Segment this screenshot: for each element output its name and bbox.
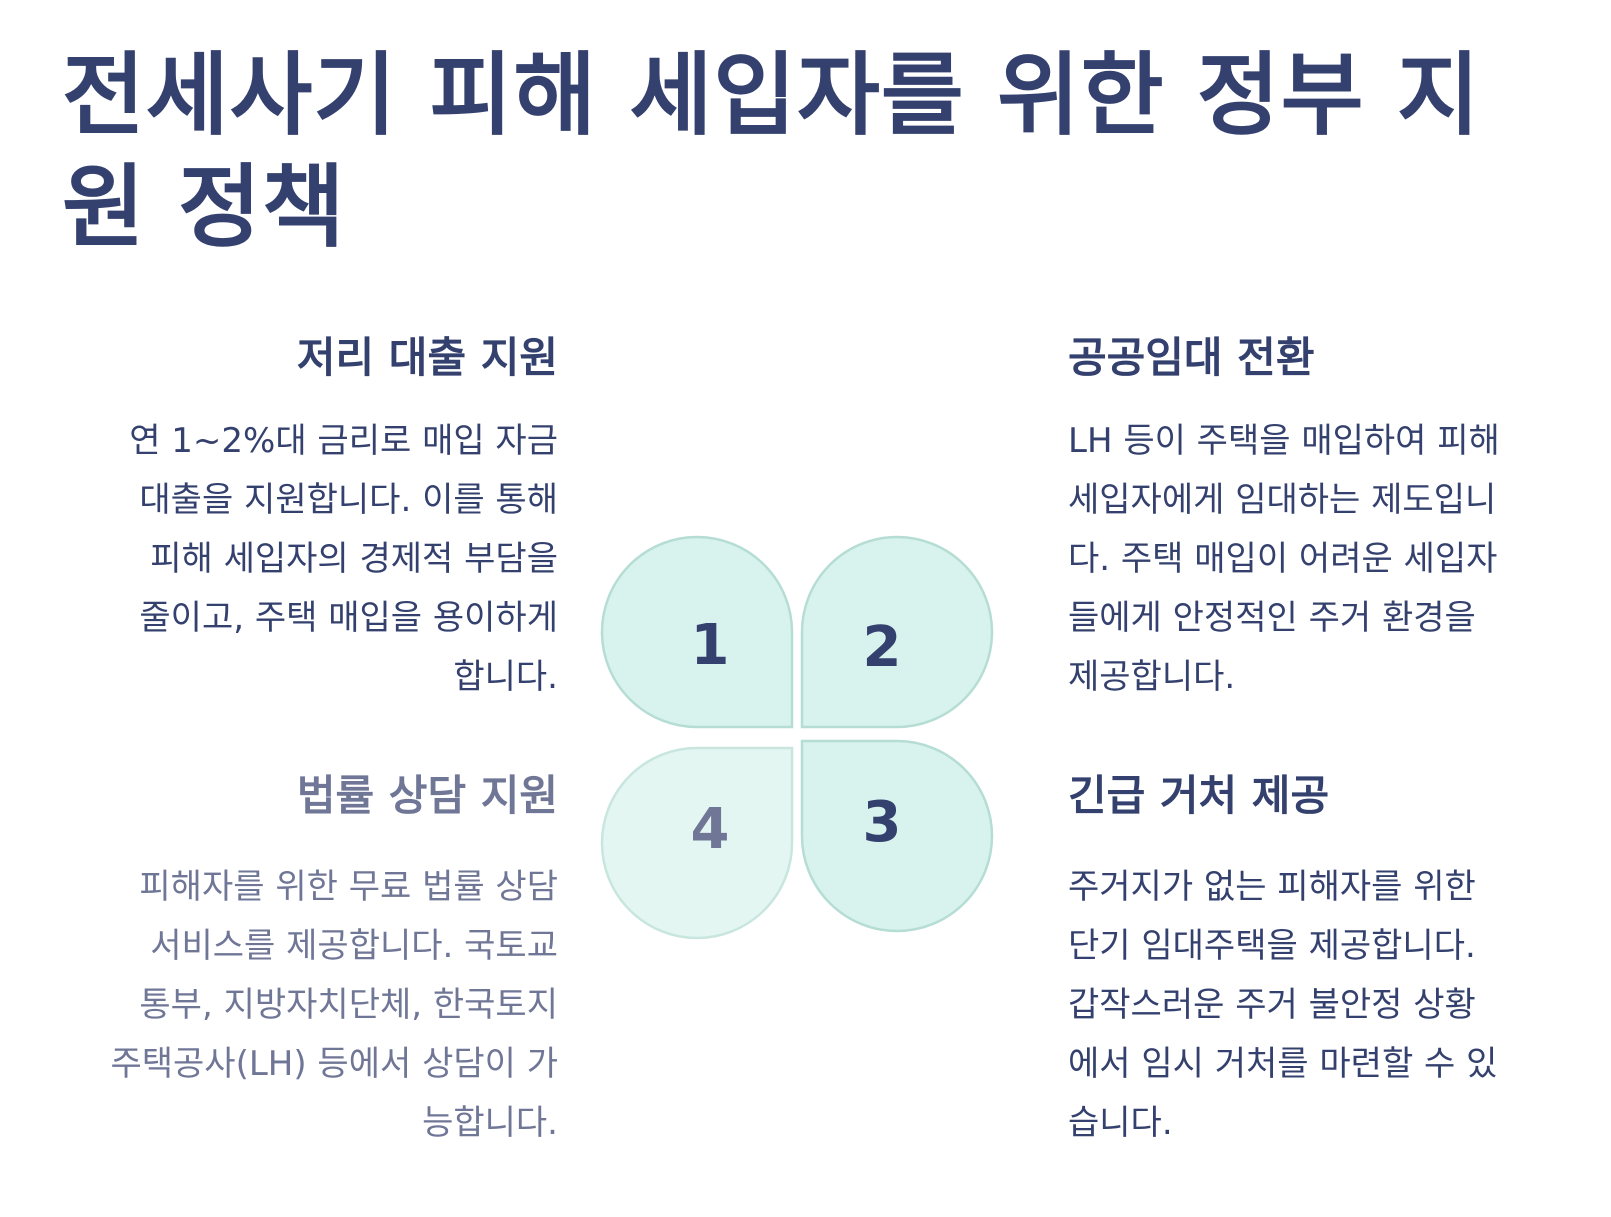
- petal-2-number: 2: [863, 615, 902, 680]
- petal-4-number: 4: [691, 797, 730, 862]
- section-heading: 저리 대출 지원: [296, 333, 558, 382]
- petal-1: [600, 535, 794, 729]
- section-legal-consultation: 법률 상담 지원 피해자를 위한 무료 법률 상담 서비스를 제공합니다. 국토…: [38, 768, 558, 1153]
- section-heading: 법률 상담 지원: [296, 771, 558, 820]
- section-description: 피해자를 위한 무료 법률 상담 서비스를 제공합니다. 국토교 통부, 지방자…: [110, 867, 558, 1143]
- section-heading: 긴급 거처 제공: [1068, 771, 1330, 820]
- petal-3: [800, 739, 994, 933]
- section-description: 주거지가 없는 피해자를 위한 단기 임대주택을 제공합니다. 갑작스러운 주거…: [1068, 867, 1498, 1143]
- section-low-interest-loan: 저리 대출 지원 연 1~2%대 금리로 매입 자금 대출을 지원합니다. 이를…: [38, 330, 558, 707]
- section-heading: 공공임대 전환: [1068, 333, 1315, 382]
- petal-2: [800, 535, 994, 729]
- section-emergency-housing: 긴급 거처 제공 주거지가 없는 피해자를 위한 단기 임대주택을 제공합니다.…: [1068, 768, 1588, 1153]
- four-leaf-clover-diagram: 1 2 3 4: [600, 535, 994, 940]
- section-description: LH 등이 주택을 매입하여 피해 세입자에게 임대하는 제도입니 다. 주택 …: [1068, 421, 1500, 697]
- section-public-rental-conversion: 공공임대 전환 LH 등이 주택을 매입하여 피해 세입자에게 임대하는 제도입…: [1068, 330, 1588, 707]
- section-description: 연 1~2%대 금리로 매입 자금 대출을 지원합니다. 이를 통해 피해 세입…: [129, 421, 558, 697]
- page-title: 전세사기 피해 세입자를 위한 정부 지원 정책: [62, 43, 1481, 260]
- petal-1-number: 1: [691, 613, 730, 678]
- petal-3-number: 3: [863, 790, 902, 855]
- petal-4: [600, 746, 794, 940]
